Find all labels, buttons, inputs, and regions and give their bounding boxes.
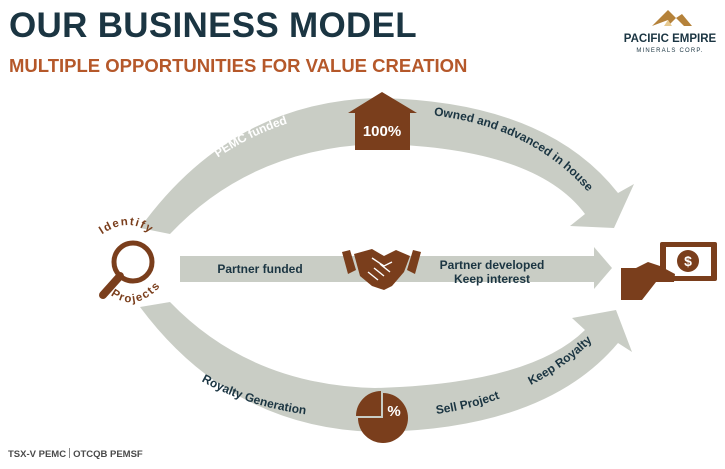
logo-tagline: MINERALS CORP.: [636, 48, 703, 54]
percent-pie-icon: [356, 391, 408, 443]
handshake-icon: [342, 249, 421, 290]
page-title: OUR BUSINESS MODEL: [9, 6, 417, 45]
bottom-arc-band: [140, 302, 632, 432]
magnifier-icon: [99, 240, 155, 299]
svg-text:$: $: [684, 253, 692, 269]
ticker-divider: [69, 448, 71, 458]
company-logo: PACIFIC EMPIRE MINERALS CORP.: [624, 10, 717, 54]
pie-badge-text: %: [387, 403, 400, 420]
logo-name: PACIFIC EMPIRE: [624, 33, 717, 45]
top-arc-band: [140, 98, 634, 234]
partner-funded-label: Partner funded: [217, 262, 302, 276]
footer-tickers: TSX-V PEMC OTCQB PEMSF: [8, 448, 143, 460]
partner-developed-label: Partner developed: [440, 258, 545, 272]
tsxv-ticker: TSX-V PEMC: [8, 449, 67, 460]
otcqb-ticker: OTCQB PEMSF: [73, 449, 143, 460]
mountain-icon: [652, 10, 692, 26]
keep-interest-label: Keep interest: [454, 272, 530, 286]
house-badge-text: 100%: [363, 123, 401, 140]
page-subtitle: MULTIPLE OPPORTUNITIES FOR VALUE CREATIO…: [9, 55, 468, 76]
house-icon: [348, 92, 417, 150]
money-hand-icon: $: [621, 242, 717, 300]
